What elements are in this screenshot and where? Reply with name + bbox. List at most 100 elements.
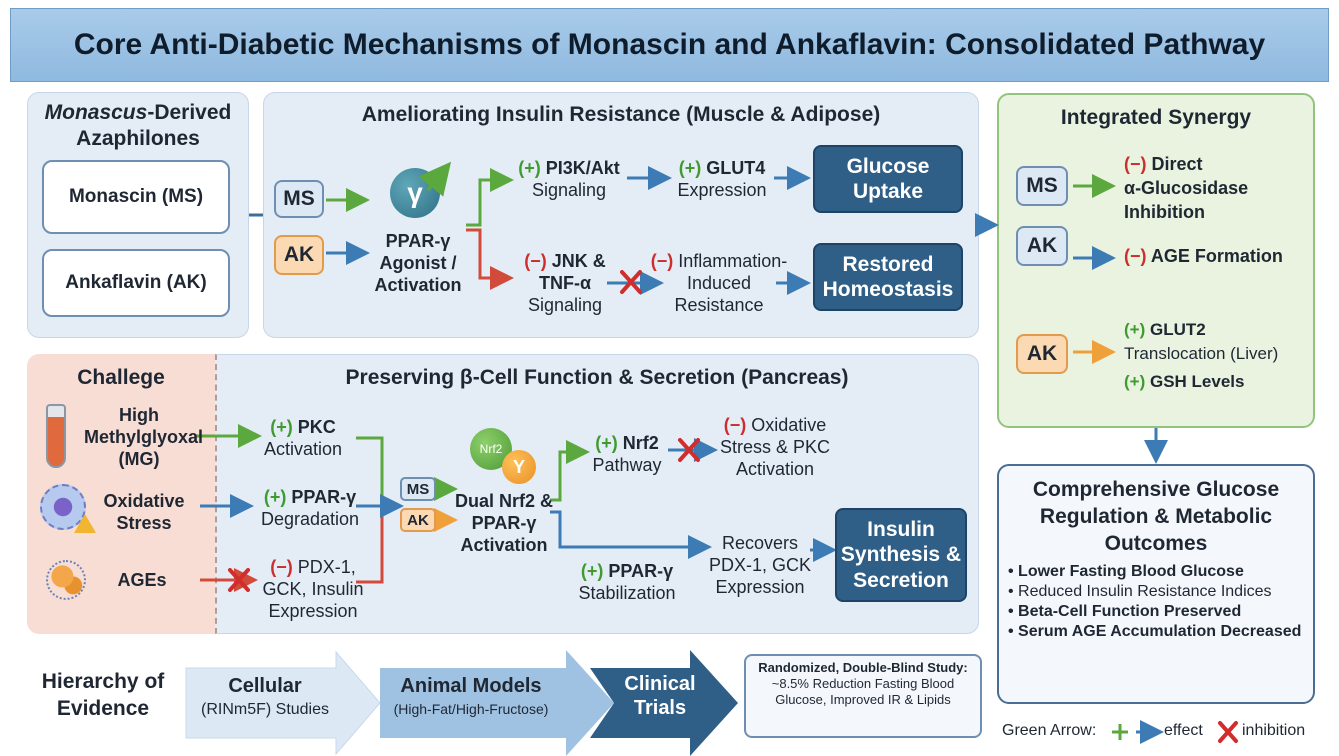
outcomes-list: • Lower Fasting Blood Glucose • Reduced … — [1004, 562, 1308, 642]
synergy-ms-chip: MS — [1016, 166, 1068, 206]
oxidative-label: Oxidative Stress — [96, 490, 192, 534]
glut4-label: GLUT4 — [706, 158, 766, 178]
warning-icon — [74, 514, 96, 533]
cellular-arrow — [185, 650, 381, 756]
inflam-line3: Resistance — [674, 295, 764, 315]
gsh-sign: (+) — [1124, 372, 1146, 391]
ppar-label-text: PPAR-γ Agonist / Activation — [374, 231, 462, 295]
direct-line3: Inhibition — [1124, 202, 1205, 222]
synergy-ak2-label: AK — [1026, 342, 1058, 365]
direct-sign: (−) — [1124, 154, 1147, 174]
outcome-item: • Beta-Cell Function Preserved — [1008, 603, 1242, 620]
ppar-glyph: γ — [407, 177, 423, 208]
outcomes-heading: Comprehensive Glucose Regulation & Metab… — [1032, 478, 1280, 555]
restored-label: Restored Homeostasis — [822, 252, 954, 301]
synergy-ms-label: MS — [1026, 174, 1058, 197]
animal-stage: Animal Models (High-Fat/High-Fructose) — [380, 674, 562, 720]
direct-label: Direct — [1151, 154, 1203, 174]
inflam-sign: (−) — [650, 251, 674, 271]
nrf2-label: Nrf2 — [622, 433, 659, 453]
jnk-node: (−) JNK & TNF-α Signaling — [510, 250, 620, 316]
pi3k-sub: Signaling — [531, 179, 607, 200]
recovers-label: Recovers — [721, 533, 799, 553]
oxi-line2: Stress & PKC — [719, 437, 831, 457]
pparg-sign: (+) — [263, 487, 287, 507]
glut4-sign: (+) — [678, 158, 702, 178]
pkc-sub: Activation — [263, 439, 343, 459]
legend: Green Arrow: effect inhibition — [1002, 722, 1332, 740]
clinical-arrow — [590, 650, 738, 756]
outcome-item: • Lower Fasting Blood Glucose — [1008, 563, 1244, 580]
synergy-ak-label: AK — [1026, 234, 1058, 257]
monascin-box: Monascin (MS) — [42, 160, 230, 234]
ms-chip: MS — [274, 180, 324, 218]
animal-label: Animal Models — [400, 675, 542, 697]
legend-effect: effect — [1164, 722, 1203, 739]
dual-label: Dual Nrf2 & PPAR-γ Activation — [452, 490, 556, 556]
study-box: Randomized, Double-Blind Study: ~8.5% Re… — [744, 654, 982, 738]
pi3k-node: (+) PI3K/Akt Signaling — [508, 158, 630, 201]
stab-sign: (+) — [580, 561, 604, 581]
ages-label: AGEs — [117, 570, 167, 590]
glut4-node: (+) GLUT4 Expression — [668, 158, 776, 201]
title-bar: Core Anti-Diabetic Mechanisms of Monasci… — [10, 8, 1329, 82]
pkc-label: PKC — [297, 417, 336, 437]
insulin-synthesis-box: Insulin Synthesis & Secretion — [835, 508, 967, 602]
monascus-italic: Monascus — [44, 101, 148, 124]
cellular-stage: Cellular (RINm5F) Studies — [190, 674, 340, 720]
oxidative-text: Oxidative Stress — [103, 491, 185, 533]
nrf2-sign: (+) — [595, 433, 618, 453]
clinical-stage: Clinical Trials — [612, 672, 708, 720]
pparg-sub: Degradation — [260, 509, 360, 529]
inhibition-x-icon — [620, 270, 642, 294]
beta-cell-heading: Preserving β-Cell Function & Secretion (… — [345, 366, 849, 389]
restored-homeostasis-box: Restored Homeostasis — [813, 243, 963, 311]
evidence-heading: Hierarchy of Evidence — [41, 670, 165, 720]
nrf2-sub: Pathway — [592, 455, 662, 475]
outcome-item: • Reduced Insulin Resistance Indices — [1008, 583, 1272, 600]
mg-text: High Methylglyoxal (MG) — [84, 405, 204, 469]
beta-ms-label: MS — [406, 480, 430, 498]
outcome-text-0: Lower Fasting Blood Glucose — [1018, 563, 1244, 580]
recovers-line2: PDX-1, GCK — [708, 555, 812, 575]
y-glyph: Y — [512, 456, 525, 477]
ak-chip-label: AK — [283, 243, 315, 266]
inhibition-x-icon — [228, 568, 250, 592]
pdx-sign: (−) — [270, 557, 293, 577]
beta-ak-label: AK — [407, 511, 429, 529]
azaphilones-heading-line2: Azaphilones — [76, 127, 200, 150]
oxi-label: Oxidative — [751, 415, 827, 435]
inflam-line2: Induced — [686, 273, 752, 293]
outcome-text-3: Serum AGE Accumulation Decreased — [1018, 623, 1302, 640]
jnk-sign: (−) — [524, 251, 547, 271]
pdx-line2: GCK, Insulin — [262, 579, 364, 599]
recovers-node: Recovers PDX-1, GCK Expression — [700, 532, 820, 598]
glut4-sub: Expression — [677, 179, 767, 200]
study-title: Randomized, Double-Blind Study: — [758, 660, 968, 675]
glucose-uptake-label: Glucose Uptake — [846, 154, 930, 203]
ppar-label: PPAR-γ Agonist / Activation — [360, 230, 476, 296]
stab-sub: Stabilization — [578, 583, 676, 603]
glut2-sign: (+) — [1124, 320, 1146, 339]
clinical-label: Clinical Trials — [624, 673, 696, 719]
pdx-node: (−) PDX-1, GCK, Insulin Expression — [254, 556, 372, 622]
pkc-node: (+) PKC Activation — [248, 416, 358, 460]
study-body: ~8.5% Reduction Fasting Blood Glucose, I… — [771, 676, 955, 707]
beta-ms-chip: MS — [400, 477, 436, 501]
pdx-line3: Expression — [268, 601, 358, 621]
test-tube-icon — [46, 404, 66, 468]
synergy-heading: Integrated Synergy — [1060, 106, 1252, 129]
inflam-label: Inflammation- — [678, 251, 788, 271]
ppar-gamma-icon: γ — [390, 168, 440, 218]
outcomes-panel — [997, 464, 1315, 704]
ak-chip: AK — [274, 235, 324, 275]
challenge-heading: Challege — [77, 366, 165, 389]
legend-x-icon — [1218, 721, 1238, 743]
recovers-line3: Expression — [715, 577, 805, 597]
nrf2-node: (+) Nrf2 Pathway — [582, 432, 672, 476]
oxidative-stress-node: (−) Oxidative Stress & PKC Activation — [704, 414, 846, 480]
glucose-uptake-box: Glucose Uptake — [813, 145, 963, 213]
mg-label: High Methylglyoxal (MG) — [84, 404, 203, 470]
ankaflavin-box: Ankaflavin (AK) — [42, 249, 230, 317]
